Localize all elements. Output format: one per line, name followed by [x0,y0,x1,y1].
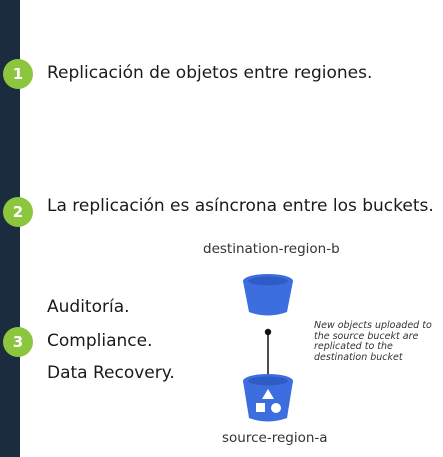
replication-note-line-3: replicated to the [314,341,393,352]
replication-connector [264,328,272,382]
destination-region-label: destination-region-b [203,241,340,257]
replication-note-line-1: New objects uploaded to [314,320,432,331]
object-circle-icon [271,403,281,413]
destination-bucket-icon [243,274,293,316]
step-3-item-auditoria: Auditoría. [47,297,130,317]
source-bucket-icon [243,374,293,422]
step-1-text: Replicación de objetos entre regiones. [47,63,373,83]
step-2-text: La replicación es asíncrona entre los bu… [47,196,434,216]
object-square-icon [256,403,265,412]
step-3-item-compliance: Compliance. [47,331,153,351]
replication-note: New objects uploaded to the source bucek… [314,320,432,363]
step-3-badge: 3 [3,327,33,357]
object-triangle-icon [262,389,274,399]
source-region-label: source-region-a [222,430,328,446]
step-1-badge: 1 [3,59,33,89]
replication-note-line-2: the source bucekt are [314,330,419,342]
step-2-badge: 2 [3,197,33,227]
replication-note-line-4: destination bucket [314,351,403,363]
step-3-item-data-recovery: Data Recovery. [47,363,175,383]
